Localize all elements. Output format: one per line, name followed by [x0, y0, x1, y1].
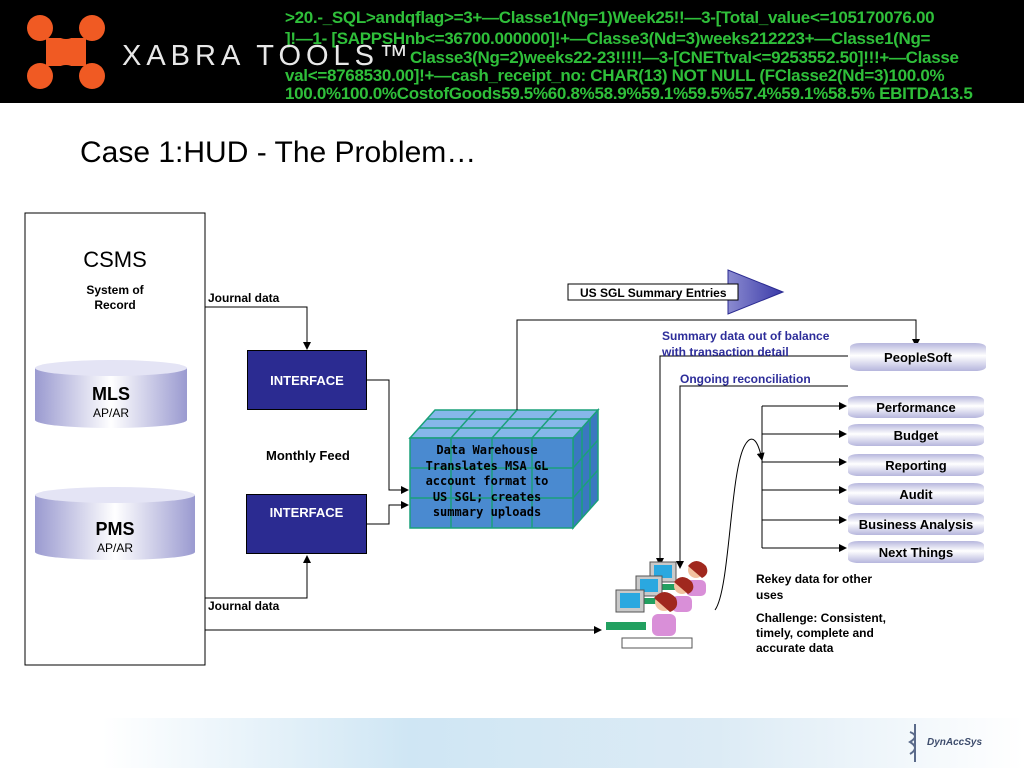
rekey-note: Rekey data for other [756, 572, 873, 586]
csms-subtitle: Record [94, 298, 136, 312]
code-line: val<=8768530.00]!+—cash_receipt_no: CHAR… [285, 66, 945, 85]
stack-item-reporting: Reporting [848, 454, 984, 476]
stack-item-business-analysis: Business Analysis [848, 513, 984, 535]
mls-sub-label: AP/AR [92, 406, 129, 420]
code-line: ]!—1- [SAPPSHnb<=36700.000000]!+—Classe3… [285, 29, 931, 48]
csms-subtitle: System of [86, 283, 144, 297]
challenge-note: timely, complete and [756, 626, 874, 640]
dynaccsys-logo-text: DynAccSys [927, 737, 983, 748]
us-sgl-label: US SGL Summary Entries [580, 286, 727, 300]
challenge-note: Challenge: Consistent, [756, 611, 887, 625]
warehouse-line: account format to [425, 474, 549, 488]
dynaccsys-logo-icon [908, 724, 916, 762]
stack-item-performance: Performance [848, 396, 984, 418]
data-warehouse-cube [408, 408, 600, 530]
summary-note: Summary data out of balance [662, 329, 830, 343]
journal-bottom-arrow [205, 555, 311, 599]
brand-name: XABRA TOOLS™ [122, 40, 414, 72]
challenge-note: accurate data [756, 641, 834, 655]
pms-sub-label: AP/AR [96, 541, 133, 555]
stack-item-budget: Budget [848, 424, 984, 446]
warehouse-text: Data Warehouse Translates MSA GL account… [412, 443, 562, 521]
interface-bottom-to-warehouse [367, 501, 409, 525]
stack-item-audit: Audit [848, 483, 984, 505]
xabra-logo-icon [27, 15, 105, 89]
footer-band [0, 718, 1024, 768]
interface-top-to-warehouse [367, 379, 409, 494]
warehouse-line: Translates MSA GL [425, 458, 549, 473]
pms-label: PMS [95, 519, 135, 539]
mls-cylinder [35, 360, 187, 428]
warehouse-line: summary uploads [432, 505, 542, 519]
pms-cylinder [35, 487, 195, 560]
warehouse-to-peoplesoft-arrow [516, 319, 920, 410]
peoplesoft-cylinder: PeopleSoft [850, 343, 986, 371]
journal-top-arrow [205, 306, 311, 350]
interface-top-box: INTERFACE [247, 350, 367, 410]
workers-at-computers-icon [606, 561, 708, 649]
code-line: Classe3(Ng=2)weeks22-23!!!!!—3-[CNETtval… [410, 48, 959, 67]
distribution-branches [761, 402, 847, 552]
code-line: 100.0%100.0%CostofGoods59.5%60.8%58.9%59… [285, 84, 973, 103]
monthly-feed-label: Monthly Feed [266, 448, 350, 463]
code-line: >20.-_SQL>andqflag>=3+—Classe1(Ng=1)Week… [285, 8, 935, 27]
peoplesoft-to-workers-arrow [656, 355, 848, 566]
slide-title: Case 1:HUD - The Problem… [80, 136, 477, 169]
journal-data-bottom-label: Journal data [208, 599, 280, 613]
stack-item-next-things: Next Things [848, 541, 984, 563]
csms-box [24, 212, 206, 666]
reconciliation-arrow [676, 385, 848, 569]
interface-bottom-box: INTERFACE [246, 494, 367, 554]
journal-data-top-label: Journal data [208, 291, 280, 305]
summary-note: with transaction detail [662, 345, 789, 359]
reconciliation-note: Ongoing reconciliation [680, 372, 811, 386]
mls-label: MLS [92, 384, 130, 404]
workers-to-branches-curve [714, 438, 765, 611]
warehouse-line: US SGL; creates [432, 489, 542, 504]
rekey-note: uses [756, 588, 784, 602]
warehouse-line: Data Warehouse [436, 443, 538, 457]
csms-title: CSMS [83, 247, 147, 272]
header-banner: >20.-_SQL>andqflag>=3+—Classe1(Ng=1)Week… [0, 0, 1024, 103]
